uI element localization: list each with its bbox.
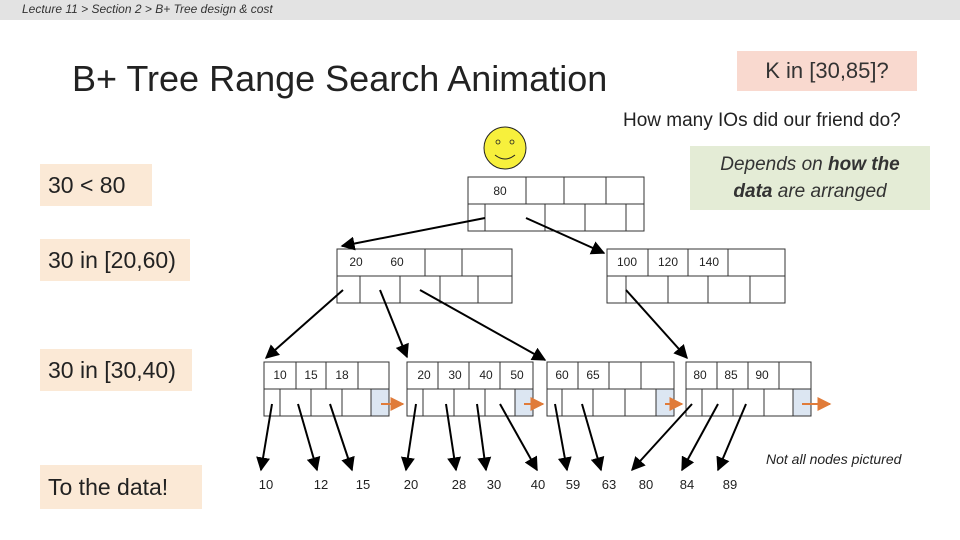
inner-left-key-2: 60 bbox=[390, 255, 404, 269]
data-value: 30 bbox=[487, 477, 501, 492]
leaf-node-2: 20 30 40 50 bbox=[406, 361, 534, 417]
data-value: 15 bbox=[356, 477, 370, 492]
root-node: 80 bbox=[467, 176, 645, 232]
leaf-3-key-1: 60 bbox=[555, 368, 569, 382]
leaf-1-key-3: 18 bbox=[335, 368, 349, 382]
leaf-3-key-2: 65 bbox=[586, 368, 600, 382]
leaf-1-key-1: 10 bbox=[273, 368, 287, 382]
step-root-compare: 30 < 80 bbox=[40, 164, 152, 206]
inner-right-key-1: 100 bbox=[617, 255, 637, 269]
inner-right-key-3: 140 bbox=[699, 255, 719, 269]
answer-bold-1: how the bbox=[827, 154, 900, 175]
leaf-4-key-3: 90 bbox=[755, 368, 769, 382]
step-to-data: To the data! bbox=[40, 465, 202, 509]
data-value: 89 bbox=[723, 477, 737, 492]
data-value: 28 bbox=[452, 477, 466, 492]
data-value: 20 bbox=[404, 477, 418, 492]
data-value: 12 bbox=[314, 477, 328, 492]
breadcrumb: Lecture 11 > Section 2 > B+ Tree design … bbox=[0, 0, 960, 20]
leaf-2-key-2: 30 bbox=[448, 368, 462, 382]
leaf-2-key-4: 50 bbox=[510, 368, 524, 382]
data-value: 84 bbox=[680, 477, 694, 492]
breadcrumb-text: Lecture 11 > Section 2 > B+ Tree design … bbox=[22, 2, 273, 16]
leaf-node-4: 80 85 90 bbox=[685, 361, 812, 417]
footnote: Not all nodes pictured bbox=[766, 451, 902, 467]
page-title: B+ Tree Range Search Animation bbox=[72, 58, 608, 99]
leaf-4-key-1: 80 bbox=[693, 368, 707, 382]
step-leaf-compare: 30 in [30,40) bbox=[40, 349, 192, 391]
leaf-1-key-2: 15 bbox=[304, 368, 318, 382]
leaf-node-3: 60 65 bbox=[546, 361, 675, 417]
root-key: 80 bbox=[493, 184, 507, 198]
data-value: 63 bbox=[602, 477, 616, 492]
answer-text-2: are arranged bbox=[772, 181, 887, 202]
answer-text-1: Depends on bbox=[720, 154, 828, 175]
answer-box: Depends on how the data are arranged bbox=[690, 146, 930, 210]
data-value: 59 bbox=[566, 477, 580, 492]
io-question: How many IOs did our friend do? bbox=[623, 110, 901, 131]
leaf-2-key-1: 20 bbox=[417, 368, 431, 382]
pointer-arrows bbox=[256, 217, 747, 472]
step-inner-compare: 30 in [20,60) bbox=[40, 239, 190, 281]
leaf-2-key-3: 40 bbox=[479, 368, 493, 382]
inner-left-key-1: 20 bbox=[349, 255, 363, 269]
inner-node-left: 20 60 bbox=[336, 248, 513, 304]
leaf-4-key-2: 85 bbox=[724, 368, 738, 382]
inner-right-key-2: 120 bbox=[658, 255, 678, 269]
data-value: 80 bbox=[639, 477, 653, 492]
answer-bold-2: data bbox=[733, 181, 773, 202]
leaf-node-1: 10 15 18 bbox=[263, 361, 390, 417]
data-record-values: 10 12 15 20 28 30 40 59 63 80 84 89 bbox=[259, 477, 737, 492]
data-value: 40 bbox=[531, 477, 545, 492]
query-box: K in [30,85]? bbox=[737, 51, 917, 91]
smiley-face-icon bbox=[483, 126, 527, 170]
data-value: 10 bbox=[259, 477, 273, 492]
inner-node-right: 100 120 140 bbox=[606, 248, 786, 304]
